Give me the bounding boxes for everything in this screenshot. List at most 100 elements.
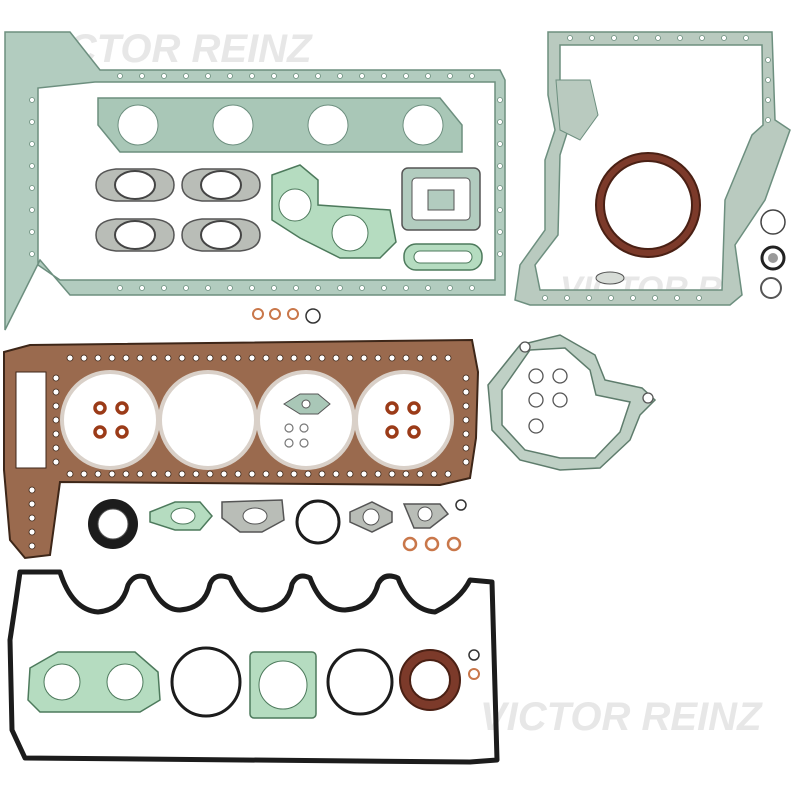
intake-manifold-gasket <box>97 97 463 153</box>
bolt-hole <box>360 470 368 478</box>
bolt-hole <box>416 354 424 362</box>
flange-gasket <box>402 503 450 529</box>
bolt-hole <box>29 119 35 125</box>
bolt-hole <box>567 35 573 41</box>
flange-gasket <box>349 501 393 533</box>
bolt-hole <box>117 285 123 291</box>
bolt-hole <box>248 354 256 362</box>
bolt-hole <box>765 77 771 83</box>
bolt-hole <box>388 354 396 362</box>
twin-port-gasket <box>271 164 397 259</box>
bolt-hole <box>52 388 60 396</box>
bolt-hole <box>66 470 74 478</box>
bolt-hole <box>633 35 639 41</box>
valve-cover-gasket <box>7 569 500 765</box>
bolt-hole <box>206 470 214 478</box>
bolt-hole <box>346 470 354 478</box>
washer-row <box>252 308 321 324</box>
bolt-hole <box>271 285 277 291</box>
bolt-hole <box>276 354 284 362</box>
bolt-hole <box>139 285 145 291</box>
bolt-hole <box>234 470 242 478</box>
bolt-hole <box>178 354 186 362</box>
bolt-hole <box>630 295 636 301</box>
bolt-hole <box>655 35 661 41</box>
bolt-hole <box>699 35 705 41</box>
bolt-hole <box>183 73 189 79</box>
bolt-hole <box>497 207 503 213</box>
cover-gasket <box>401 167 481 231</box>
bolt-hole <box>381 285 387 291</box>
bolt-hole <box>52 374 60 382</box>
bolt-hole <box>262 354 270 362</box>
bolt-hole <box>122 470 130 478</box>
bolt-hole <box>462 416 470 424</box>
bolt-hole <box>29 141 35 147</box>
bolt-hole <box>234 354 242 362</box>
bolt-hole <box>293 285 299 291</box>
rear-main-seal <box>88 499 138 549</box>
bolt-hole <box>652 295 658 301</box>
bolt-hole <box>374 470 382 478</box>
bolt-hole <box>29 251 35 257</box>
bolt-hole <box>402 354 410 362</box>
bolt-hole <box>388 470 396 478</box>
bolt-hole <box>542 295 548 301</box>
bolt-hole <box>346 354 354 362</box>
bolt-hole <box>332 354 340 362</box>
bolt-hole <box>359 285 365 291</box>
bolt-hole <box>94 354 102 362</box>
oil-pan-gasket <box>4 31 506 331</box>
o-ring <box>326 648 394 716</box>
bolt-hole <box>765 97 771 103</box>
bolt-hole <box>29 229 35 235</box>
bolt-hole <box>497 251 503 257</box>
bolt-hole <box>52 416 60 424</box>
bolt-hole <box>425 73 431 79</box>
bolt-hole <box>28 500 36 508</box>
bolt-hole <box>227 73 233 79</box>
bolt-hole <box>206 354 214 362</box>
bolt-hole <box>205 285 211 291</box>
bolt-hole <box>469 285 475 291</box>
exhaust-gasket <box>95 218 175 252</box>
bolt-hole <box>164 470 172 478</box>
bolt-hole <box>164 354 172 362</box>
bolt-hole <box>248 470 256 478</box>
bolt-hole <box>564 295 570 301</box>
bolt-hole <box>150 470 158 478</box>
o-ring <box>170 646 242 718</box>
bolt-hole <box>117 73 123 79</box>
bolt-hole <box>28 528 36 536</box>
bolt-hole <box>743 35 749 41</box>
bolt-hole <box>290 354 298 362</box>
bolt-hole <box>497 229 503 235</box>
bolt-hole <box>94 470 102 478</box>
bolt-hole <box>318 470 326 478</box>
bolt-hole <box>416 470 424 478</box>
bolt-hole <box>444 354 452 362</box>
bolt-hole <box>674 295 680 301</box>
exhaust-gasket <box>181 218 261 252</box>
bolt-hole <box>108 470 116 478</box>
bolt-hole <box>337 285 343 291</box>
bolt-hole <box>765 57 771 63</box>
washer-row <box>402 499 467 552</box>
elongated-gasket <box>403 243 483 271</box>
bolt-hole <box>721 35 727 41</box>
bolt-hole <box>381 73 387 79</box>
bolt-hole <box>271 73 277 79</box>
bolt-hole <box>139 73 145 79</box>
bolt-hole <box>220 354 228 362</box>
bolt-hole <box>150 354 158 362</box>
bolt-hole <box>227 285 233 291</box>
valve-stem-seals <box>93 401 421 439</box>
water-pump-gasket <box>487 334 657 471</box>
bolt-hole <box>29 97 35 103</box>
crankshaft-seal <box>595 152 701 258</box>
bolt-hole <box>403 285 409 291</box>
bolt-hole <box>290 470 298 478</box>
bolt-hole <box>52 402 60 410</box>
bolt-hole <box>192 470 200 478</box>
